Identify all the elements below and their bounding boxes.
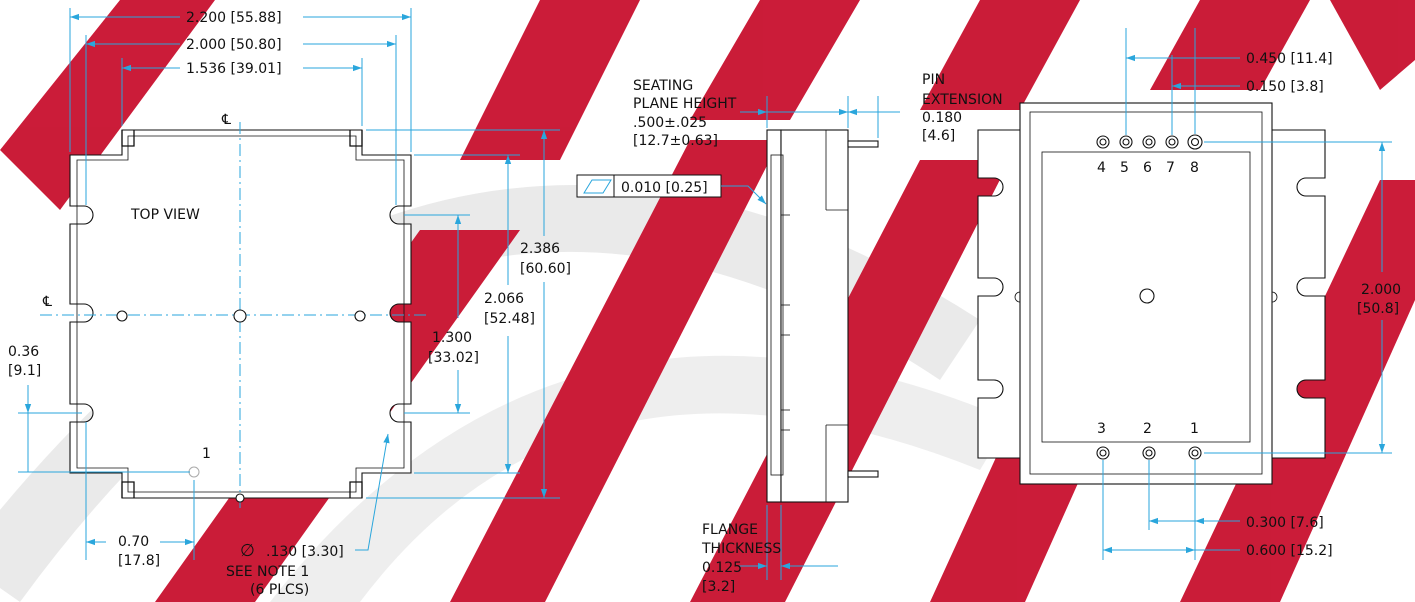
side-flange-inner xyxy=(770,154,784,476)
centerline-symbol-left: ℄ xyxy=(42,294,52,310)
pin-label-3: 3 xyxy=(1097,421,1106,437)
bottom-body-inner xyxy=(1029,111,1263,475)
dim-row-spacing-in: 2.000 xyxy=(1361,282,1401,298)
bottom-view: 4 5 6 7 8 3 2 1 0.450 [11.4] 0.150 [3.8]… xyxy=(977,28,1401,560)
dim-body-width: 1.536 [39.01] xyxy=(186,61,282,77)
flange-line4: [3.2] xyxy=(702,579,735,595)
top-view: ℄ ℄ 1 TOP VIEW 2.200 [55.88] 2.000 [50.8… xyxy=(8,8,571,598)
flatness-value: 0.010 [0.25] xyxy=(621,180,708,196)
pin-ext-line3: 0.180 xyxy=(922,110,962,126)
dim-pin-offset-y-in: 0.36 xyxy=(8,344,39,360)
side-pin-top xyxy=(847,140,879,148)
seating-line4: [12.7±0.63] xyxy=(633,133,718,149)
hole-note-line3: (6 PLCS) xyxy=(250,582,309,598)
dim-pin-offset-x-mm: [17.8] xyxy=(118,553,160,569)
dim-hole-spacing: 2.000 [50.80] xyxy=(186,37,282,53)
pin-label-8: 8 xyxy=(1190,160,1199,176)
bottom-label-area xyxy=(1041,151,1251,443)
pin-ext-line1: PIN xyxy=(922,72,945,88)
dim-overall-height-mm: [60.60] xyxy=(520,261,571,277)
pin-ext-line4: [4.6] xyxy=(922,128,955,144)
pin-label-4: 4 xyxy=(1097,160,1106,176)
module-inner-outline xyxy=(76,135,405,493)
pin-label-6: 6 xyxy=(1143,160,1152,176)
pin-label-5: 5 xyxy=(1120,160,1129,176)
flange-line1: FLANGE xyxy=(702,522,758,538)
mounting-hole-left xyxy=(116,310,128,322)
notch-bl xyxy=(121,481,135,498)
flatness-icon xyxy=(583,179,612,194)
dim-pin-span-bottom: 0.600 [15.2] xyxy=(1246,543,1333,559)
mounting-hole-bottom xyxy=(235,493,245,503)
dim-overall-height-in: 2.386 xyxy=(520,241,560,257)
dim-inner-slot-in: 1.300 xyxy=(432,330,472,346)
dim-row-spacing-mm: [50.8] xyxy=(1357,301,1399,317)
dim-pin-span-top: 0.450 [11.4] xyxy=(1246,51,1333,67)
side-view: SEATING PLANE HEIGHT .500±.025 [12.7±0.6… xyxy=(576,72,1003,595)
pin1-marker xyxy=(188,466,200,478)
seating-line1: SEATING xyxy=(633,78,693,94)
dim-slot-height-mm: [52.48] xyxy=(484,311,535,327)
flange-line2: THICKNESS xyxy=(701,541,781,557)
diameter-symbol: ∅ xyxy=(240,541,255,561)
mounting-hole-right xyxy=(354,310,366,322)
notch-tl xyxy=(121,130,135,147)
dim-pin-offset-y-mm: [9.1] xyxy=(8,363,41,379)
bottom-center-hole xyxy=(1139,288,1155,304)
dim-inner-slot-mm: [33.02] xyxy=(428,350,479,366)
mounting-hole-center xyxy=(233,309,247,323)
dim-overall-width: 2.200 [55.88] xyxy=(186,10,282,26)
side-body xyxy=(780,129,849,503)
dim-pin-pitch-top: 0.150 [3.8] xyxy=(1246,79,1324,95)
flange-line3: 0.125 xyxy=(702,560,742,576)
side-flange xyxy=(766,129,782,503)
seating-line3: .500±.025 xyxy=(633,115,707,131)
pin-label-7: 7 xyxy=(1166,160,1175,176)
hole-note-size: .130 [3.30] xyxy=(266,544,344,560)
centerline-symbol-top: ℄ xyxy=(221,112,231,128)
notch-br xyxy=(349,481,363,498)
dim-pin-offset-x-in: 0.70 xyxy=(118,534,149,550)
notch-tr xyxy=(349,130,363,147)
dim-pin-pitch-bottom: 0.300 [7.6] xyxy=(1246,515,1324,531)
top-view-title: TOP VIEW xyxy=(130,207,200,223)
side-pin-bottom xyxy=(847,470,879,478)
pin-label-2: 2 xyxy=(1143,421,1152,437)
pin1-label: 1 xyxy=(202,446,211,462)
dim-slot-height-in: 2.066 xyxy=(484,291,524,307)
hole-note-line2: SEE NOTE 1 xyxy=(226,564,309,580)
seating-line2: PLANE HEIGHT xyxy=(633,96,737,112)
pin-ext-line2: EXTENSION xyxy=(922,92,1003,108)
pin-label-1: 1 xyxy=(1190,421,1199,437)
